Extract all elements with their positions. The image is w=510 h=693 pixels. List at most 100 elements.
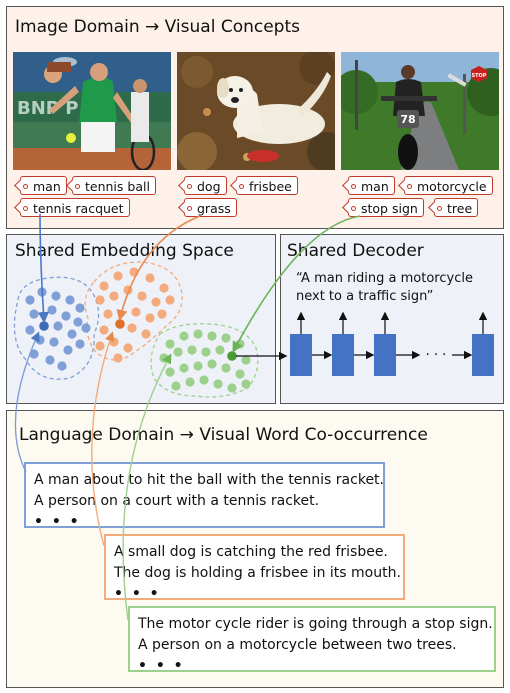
tag-man-2: man [348,176,395,195]
embedding-point [67,329,77,339]
embedding-point [109,291,119,301]
language-domain-title: Language Domain → Visual Word Co-occurre… [19,425,428,445]
embedding-point [215,345,225,355]
embedding-point [99,281,109,291]
caption-line: A small dog is catching the red frisbee. [114,544,388,560]
tag-frisbee: frisbee [236,176,298,195]
embedding-point [53,321,63,331]
embedding-dots [25,267,251,393]
caption-line: A person on a motorcycle between two tre… [138,637,457,653]
embedding-point [159,283,169,293]
quote-line-1: “A man riding a motorcycle [296,271,473,286]
embedding-point [127,323,137,333]
embedding-point [45,355,55,365]
embedding-point [213,379,223,389]
arrow-dog-to-embedding [116,215,201,322]
embedding-point [193,361,203,371]
tag-man-1: man [20,176,67,195]
arrow-tennis-to-embedding [37,213,50,324]
embedding-point [47,305,57,315]
embedding-point [165,295,175,305]
embedding-point [51,291,61,301]
caption-line: A man about to hit the ball with the ten… [34,472,384,488]
decoder-output-quote: “A man riding a motorcycle next to a tra… [296,270,473,306]
caption-box-dog: A small dog is catching the red frisbee.… [104,534,405,602]
stop-sign-text: STOP [472,73,487,79]
embedding-point [179,363,189,373]
embedding-point [75,339,85,349]
caption-line: The motor cycle rider is going through a… [138,616,493,632]
caption-box-motorcycle: The motor cycle rider is going through a… [128,606,496,674]
embedding-point [29,309,39,319]
embedding-title: Shared Embedding Space [15,241,234,261]
embedding-point [165,367,175,377]
embedding-point [57,361,67,371]
arrow-caption-tennis-to-embedding [14,331,40,473]
embedding-point [49,337,59,347]
embedding-point [25,325,35,335]
embedding-highlight-point [227,351,237,361]
embedding-point [75,303,85,313]
caption-more: • • • [34,514,81,530]
embedding-point [103,309,113,319]
embedding-point [207,359,217,369]
embedding-point [29,349,39,359]
tag-stop-sign: stop sign [348,198,424,217]
tag-grass: grass [184,198,237,217]
decoder-block [472,334,494,376]
plate-text: 78 [400,113,415,126]
arrow-caption-motorcycle-to-embedding [122,353,172,621]
motorcyclist-photo: STOP 78 [341,52,499,170]
arrow-motorcycle-to-embedding [232,215,361,353]
tag-dog: dog [184,176,227,195]
cluster-orange-outline [84,261,183,361]
embedding-point [113,353,123,363]
embedding-point [241,379,251,389]
embedding-point [193,329,203,339]
decoder-blocks: · · · [290,311,494,376]
tag-motorcycle: motorcycle [404,176,493,195]
decoder-ellipsis: · · · [426,348,447,363]
embedding-point [137,291,147,301]
embedding-point [187,345,197,355]
embedding-point [65,295,75,305]
quote-line-2: next to a traffic sign” [296,289,434,304]
tag-tennis-ball: tennis ball [72,176,156,195]
decoder-block [374,334,396,376]
arrow-caption-dog-to-embedding [91,331,115,547]
tennis-player-photo: BNP P [13,52,171,170]
embedding-point [173,347,183,357]
dog-frisbee-photo [177,52,335,170]
embedding-point [171,381,181,391]
embedding-point [95,341,105,351]
embedding-highlight-point [115,319,125,329]
embedding-highlight-point [39,321,49,331]
embedding-point [145,273,155,283]
decoder-block [332,334,354,376]
embedding-point [207,331,217,341]
caption-line: The dog is holding a frisbee in its mout… [114,565,401,581]
embedding-point [199,375,209,385]
embedding-point [63,345,73,355]
caption-box-tennis: A man about to hit the ball with the ten… [24,462,385,530]
embedding-point [95,295,105,305]
image-domain-title: Image Domain → Visual Concepts [15,17,300,37]
embedding-point [165,339,175,349]
caption-more: • • • [138,658,185,674]
embedding-point [73,317,83,327]
embedding-point [221,363,231,373]
embedding-point [221,333,231,343]
embedding-panel: Shared Embedding Space [6,234,276,404]
embedding-point [99,325,109,335]
caption-line: A person on a court with a tennis racket… [34,493,320,509]
embedding-point [141,329,151,339]
embedding-point [201,347,211,357]
decoder-title: Shared Decoder [287,241,424,261]
embedding-point [179,331,189,341]
embedding-point [145,313,155,323]
embedding-point [185,377,195,387]
embedding-point [235,369,245,379]
embedding-point [131,307,141,317]
decoder-block [290,334,312,376]
